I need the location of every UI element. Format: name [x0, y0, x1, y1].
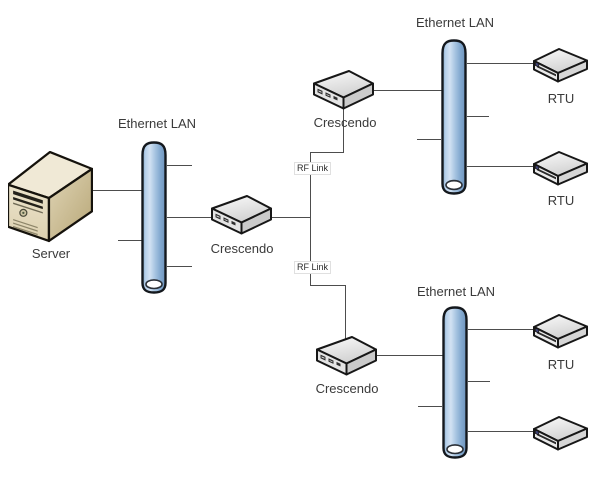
lan-left-stub-right-1 [167, 165, 192, 166]
connector-lan-top-to-rtu1 [467, 63, 534, 64]
lan-left-stub-left [118, 240, 142, 241]
rtu-top-2-node[interactable] [533, 151, 589, 189]
rtu-top-2-label: RTU [547, 193, 575, 208]
rf-junction-vertical [310, 152, 311, 286]
rtu-device-icon [533, 151, 589, 189]
crescendo-bottom-label: Crescendo [315, 381, 379, 396]
connector-crescendo-bottom-to-lan [377, 355, 443, 356]
lan-top-stub-right [467, 116, 489, 117]
rtu-top-1-node[interactable] [533, 48, 589, 86]
server-tower-icon [8, 151, 93, 243]
lan-left-label: Ethernet LAN [117, 116, 197, 131]
ethernet-backbone-icon [141, 141, 167, 294]
lan-bottom-stub-left [418, 406, 442, 407]
server-label: Server [31, 246, 71, 261]
crescendo-top-label: Crescendo [313, 115, 377, 130]
connector-lan-top-to-rtu2 [467, 166, 534, 167]
rtu-bottom-1-label: RTU [547, 357, 575, 372]
lan-bottom-stub-right [468, 381, 490, 382]
radio-modem-icon [313, 70, 374, 112]
crescendo-center-node[interactable] [211, 195, 272, 237]
crescendo-top-node[interactable] [313, 70, 374, 112]
ethernet-backbone-icon [441, 39, 467, 195]
connector-lan-left-to-crescendo [167, 217, 213, 218]
server-node[interactable] [8, 151, 93, 243]
rtu-bottom-2-node[interactable] [533, 416, 589, 454]
connector-server-to-lan-left [85, 190, 142, 191]
lan-top-stub-left [417, 139, 441, 140]
rtu-bottom-1-node[interactable] [533, 314, 589, 352]
radio-modem-icon [211, 195, 272, 237]
rf-link-top-vertical [343, 106, 344, 152]
rtu-device-icon [533, 48, 589, 86]
crescendo-bottom-node[interactable] [316, 336, 377, 378]
rf-link-bottom-vertical [345, 285, 346, 340]
rtu-device-icon [533, 314, 589, 352]
lan-top-right-label: Ethernet LAN [415, 15, 495, 30]
rtu-top-1-label: RTU [547, 91, 575, 106]
lan-bottom-right-label: Ethernet LAN [416, 284, 496, 299]
rf-link-top-label: RF Link [294, 162, 332, 175]
lan-top-right-node[interactable] [441, 39, 467, 195]
rtu-device-icon [533, 416, 589, 454]
rf-link-bottom-label: RF Link [294, 261, 332, 274]
connector-crescendo-to-junction [272, 217, 311, 218]
ethernet-backbone-icon [442, 306, 468, 459]
radio-modem-icon [316, 336, 377, 378]
rf-link-bottom-horizontal [310, 285, 346, 286]
connector-crescendo-top-to-lan [374, 90, 442, 91]
lan-left-stub-right-2 [167, 266, 192, 267]
connector-lan-bottom-to-rtu3 [468, 329, 534, 330]
lan-bottom-right-node[interactable] [442, 306, 468, 459]
lan-left-node[interactable] [141, 141, 167, 294]
connector-lan-bottom-to-rtu4 [468, 431, 534, 432]
crescendo-center-label: Crescendo [210, 241, 274, 256]
rf-link-top-horizontal [310, 152, 344, 153]
